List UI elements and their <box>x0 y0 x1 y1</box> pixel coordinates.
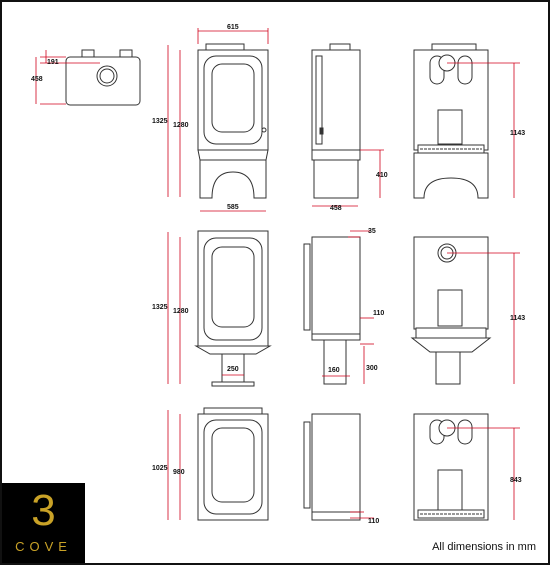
dim-r1-top-width: 458 <box>31 76 43 83</box>
r2-front-view <box>167 230 272 387</box>
brand-logo: 3 COVE <box>2 483 85 563</box>
r1-side-view <box>311 43 384 207</box>
dim-r2-side-300: 300 <box>366 365 378 372</box>
dim-r3-front-h-inner: 980 <box>173 469 185 476</box>
r3-back-view <box>413 413 520 521</box>
r3-front-view <box>167 407 269 521</box>
dim-r2-side-top: 35 <box>368 228 376 235</box>
dim-r1-top-depth: 191 <box>47 59 59 66</box>
dim-r1-front-h-inner: 1280 <box>173 122 189 129</box>
r3-side-view <box>303 413 374 521</box>
dim-r1-back-h: 1143 <box>510 130 525 137</box>
dim-r2-back-h: 1143 <box>510 315 525 322</box>
logo-number: 3 <box>31 486 56 535</box>
dim-r1-front-h-total: 1325 <box>152 118 168 125</box>
r1-top-view <box>35 49 141 106</box>
dim-r1-front-base: 585 <box>227 204 239 211</box>
dim-r1-front-width: 615 <box>227 24 239 31</box>
dim-r1-side-h: 410 <box>376 172 388 179</box>
dim-r2-side-160: 160 <box>328 367 340 374</box>
dim-r1-side-depth: 458 <box>330 205 342 212</box>
dim-r2-front-h-inner: 1280 <box>173 308 189 315</box>
logo-word: COVE <box>15 539 72 554</box>
dim-r2-front-pedestal: 250 <box>227 366 239 373</box>
r2-back-view <box>410 236 520 385</box>
dim-r2-front-h-total: 1325 <box>152 304 168 311</box>
r2-side-view <box>303 230 374 385</box>
dim-r2-side-110: 110 <box>373 310 384 317</box>
dim-r3-back-h: 843 <box>510 477 522 484</box>
dim-r3-side-110: 110 <box>368 518 379 525</box>
dim-r3-front-h-total: 1025 <box>152 465 168 472</box>
dimensions-footnote: All dimensions in mm <box>432 541 536 553</box>
r1-front-view <box>167 28 269 212</box>
r1-back-view <box>413 43 520 199</box>
